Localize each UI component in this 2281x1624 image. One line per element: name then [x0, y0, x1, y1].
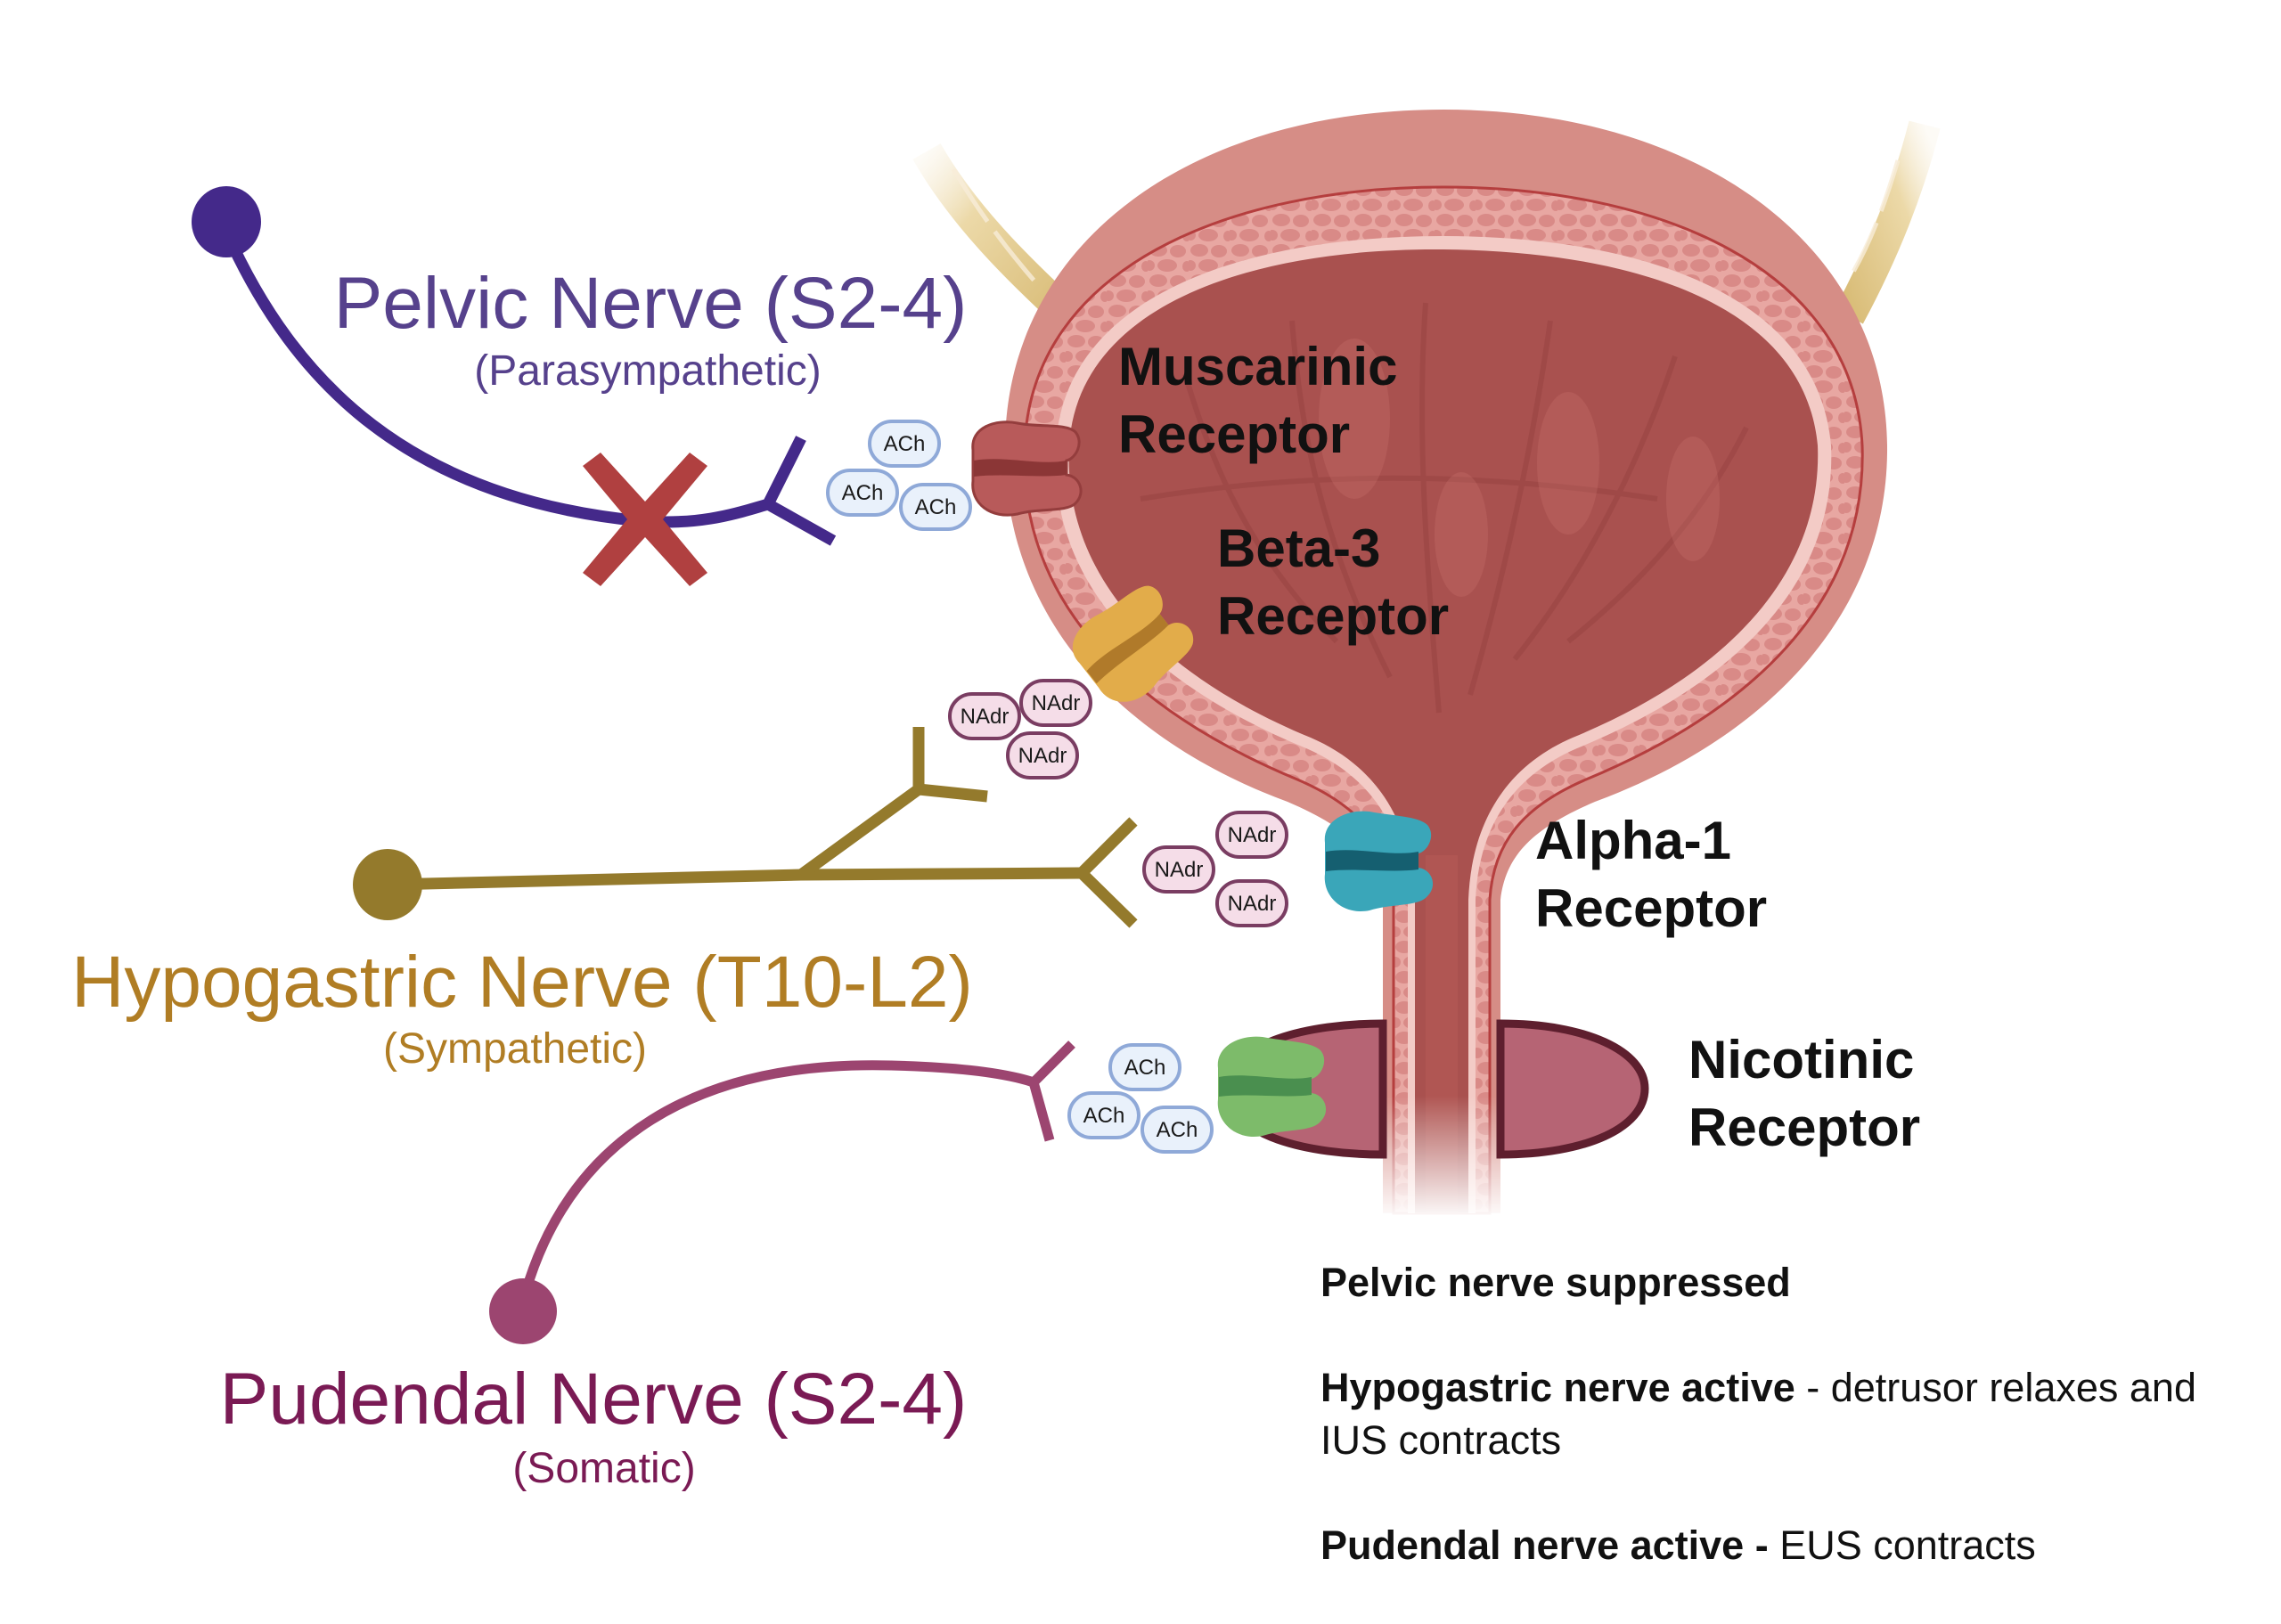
muscarinic-receptor-label: Muscarinic: [1118, 337, 1397, 396]
pelvic-nerve-title: Pelvic Nerve (S2-4): [334, 263, 968, 344]
ach-molecule: ACh: [868, 420, 941, 468]
svg-text:NAdr: NAdr: [1228, 823, 1277, 847]
alpha1-receptor-label: Alpha-1: [1535, 811, 1731, 870]
hypogastric-nerve-branch-terminal: [912, 727, 988, 803]
nadr-molecule: NAdr: [1215, 879, 1288, 927]
summary-pudendal-bold: Pudendal nerve active -: [1320, 1522, 1769, 1568]
pelvic-nerve-fiber: [221, 229, 770, 528]
alpha1-receptor-label-line2: Receptor: [1535, 878, 1767, 938]
nadr-molecule: NAdr: [1019, 679, 1092, 727]
ach-molecule: ACh: [899, 483, 972, 531]
nadr-molecule: NAdr: [1215, 811, 1288, 859]
ach-molecule: ACh: [1067, 1091, 1140, 1139]
summary-notes: Pelvic nerve suppressed Hypogastric nerv…: [1320, 1256, 2265, 1624]
summary-pudendal: Pudendal nerve active - EUS contracts: [1320, 1519, 2265, 1571]
nadr-molecule: NAdr: [1006, 731, 1079, 779]
pelvic-nerve-subtitle: (Parasympathetic): [474, 347, 821, 395]
beta3-receptor-icon: [1072, 585, 1194, 702]
pudendal-nerve-title: Pudendal Nerve (S2-4): [220, 1359, 968, 1440]
bladder-lumen: [1068, 249, 1819, 1213]
svg-text:NAdr: NAdr: [1228, 892, 1277, 916]
svg-text:ACh: ACh: [884, 432, 926, 456]
svg-text:NAdr: NAdr: [1018, 744, 1067, 768]
svg-text:ACh: ACh: [842, 481, 884, 505]
nadr-molecule: NAdr: [948, 692, 1021, 740]
pelvic-nerve: [192, 186, 837, 546]
pelvic-nerve-terminal: [760, 436, 837, 546]
muscarinic-receptor-label-line2: Receptor: [1118, 404, 1350, 464]
summary-hypogastric-bold: Hypogastric nerve active: [1320, 1365, 1795, 1410]
hypogastric-nerve-subtitle: (Sympathetic): [383, 1025, 647, 1073]
nadr-molecule: NAdr: [1142, 845, 1215, 894]
beta3-receptor-label-line2: Receptor: [1217, 586, 1449, 646]
svg-text:ACh: ACh: [1124, 1056, 1166, 1080]
blocked-x-icon: [583, 453, 707, 586]
summary-hypogastric-detail: - detrusor relaxes and IUS contracts: [1320, 1365, 2196, 1463]
pudendal-nerve-terminal: [1027, 1041, 1075, 1142]
svg-text:ACh: ACh: [1157, 1118, 1198, 1142]
pelvic-nerve-soma: [192, 186, 261, 257]
pudendal-nerve-fiber: [520, 1060, 1035, 1293]
pudendal-nerve-subtitle: (Somatic): [512, 1445, 695, 1492]
hypogastric-nerve-fiber: [387, 867, 1083, 891]
summary-pudendal-detail: EUS contracts: [1768, 1522, 2036, 1568]
summary-pelvic: Pelvic nerve suppressed: [1320, 1256, 2265, 1309]
beta3-receptor-label: Beta-3: [1217, 518, 1380, 578]
hypogastric-nerve-title: Hypogastric Nerve (T10-L2): [71, 942, 973, 1023]
bladder: [1004, 110, 1888, 1220]
nicotinic-receptor-icon: [1217, 1036, 1327, 1137]
nicotinic-receptor-label-line2: Receptor: [1688, 1098, 1920, 1157]
summary-pelvic-bold: Pelvic nerve suppressed: [1320, 1260, 1791, 1305]
svg-text:ACh: ACh: [915, 495, 957, 519]
ach-molecule: ACh: [1140, 1106, 1214, 1154]
svg-text:ACh: ACh: [1083, 1104, 1125, 1128]
hypogastric-nerve-terminal: [1073, 817, 1138, 928]
hypogastric-nerve: [353, 727, 1138, 928]
hypogastric-nerve-branch: [797, 784, 922, 880]
muscarinic-receptor-icon: [971, 420, 1083, 517]
pudendal-nerve: [489, 1041, 1075, 1344]
svg-text:NAdr: NAdr: [1032, 691, 1081, 715]
svg-text:NAdr: NAdr: [1155, 858, 1204, 882]
ureter-right: [1835, 120, 1941, 324]
svg-text:NAdr: NAdr: [961, 705, 1010, 729]
ach-molecule: ACh: [826, 469, 899, 517]
summary-hypogastric: Hypogastric nerve active - detrusor rela…: [1320, 1361, 2265, 1466]
ach-molecule: ACh: [1108, 1043, 1181, 1091]
nicotinic-receptor-label: Nicotinic: [1688, 1030, 1914, 1089]
pudendal-nerve-soma: [489, 1278, 557, 1344]
hypogastric-nerve-soma: [353, 849, 422, 920]
alpha1-receptor-icon: [1324, 811, 1434, 911]
